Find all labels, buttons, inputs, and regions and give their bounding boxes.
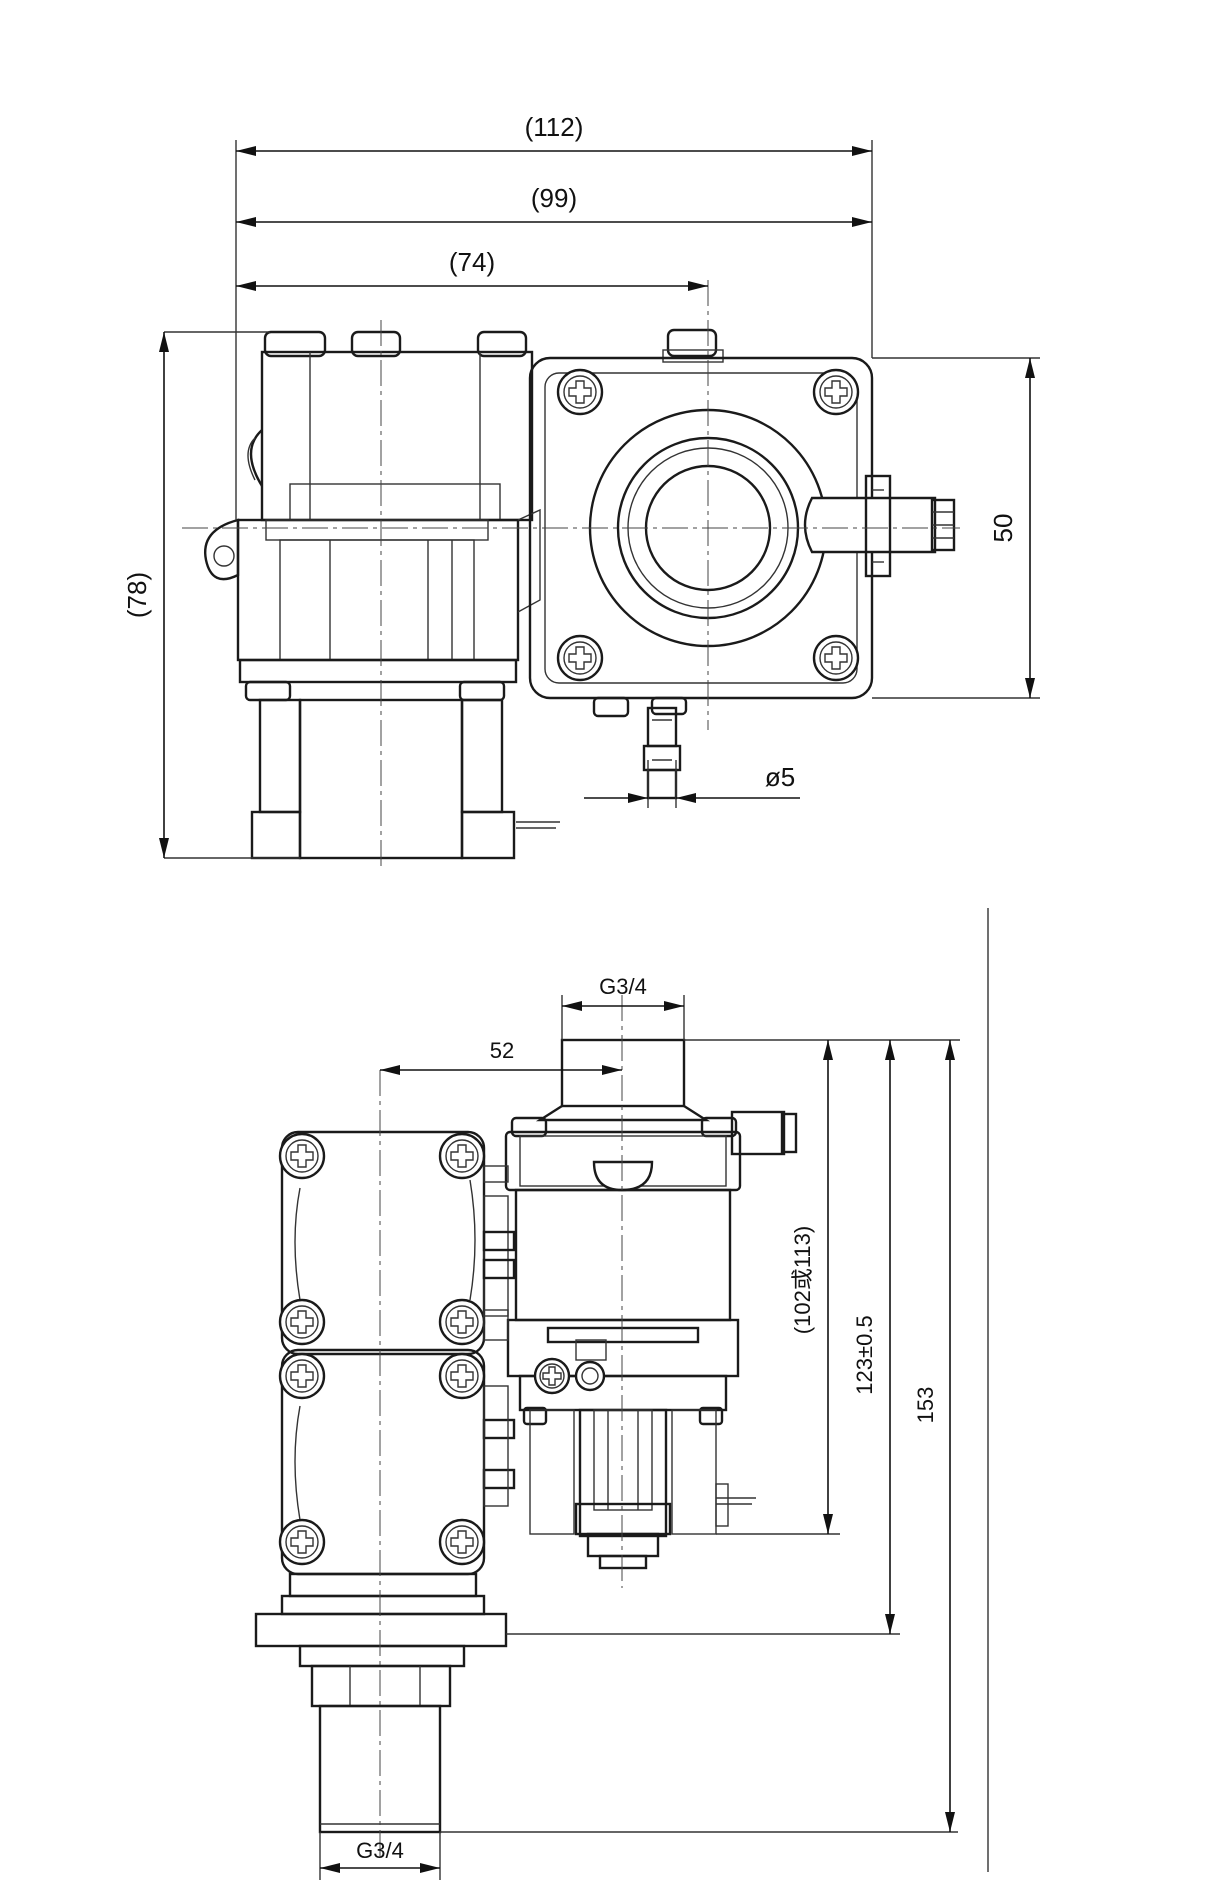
top-inlet [510,1038,798,1156]
dim-99-label: (99) [531,183,577,213]
dim-102-113-label: (102或113) [790,1226,815,1334]
dim-50-label: 50 [988,514,1018,543]
dim-123-label: 123±0.5 [852,1315,877,1394]
dim-g34-bottom-label: G3/4 [356,1838,404,1863]
top-view: (112) (99) (74) (78) 50 ø5 [122,112,1040,870]
dim-153-label: 153 [913,1387,938,1424]
dim-phi5-label: ø5 [765,762,795,792]
dim-74-label: (74) [449,247,495,277]
dim-112-label: (112) [525,112,584,142]
dim-78-label: (78) [122,572,152,618]
dim-52-label: 52 [490,1038,514,1063]
bottom-outlet [254,1572,508,1834]
front-view: G3/4 52 (102或113) 123±0.5 153 G3/4 [254,908,989,1880]
right-square-housing [528,328,956,800]
left-housing [278,1130,516,1576]
dim-g34-top-label: G3/4 [599,974,647,999]
lower-stem [529,1408,756,1570]
upper-body [504,1130,742,1426]
left-valve-body [203,330,560,860]
